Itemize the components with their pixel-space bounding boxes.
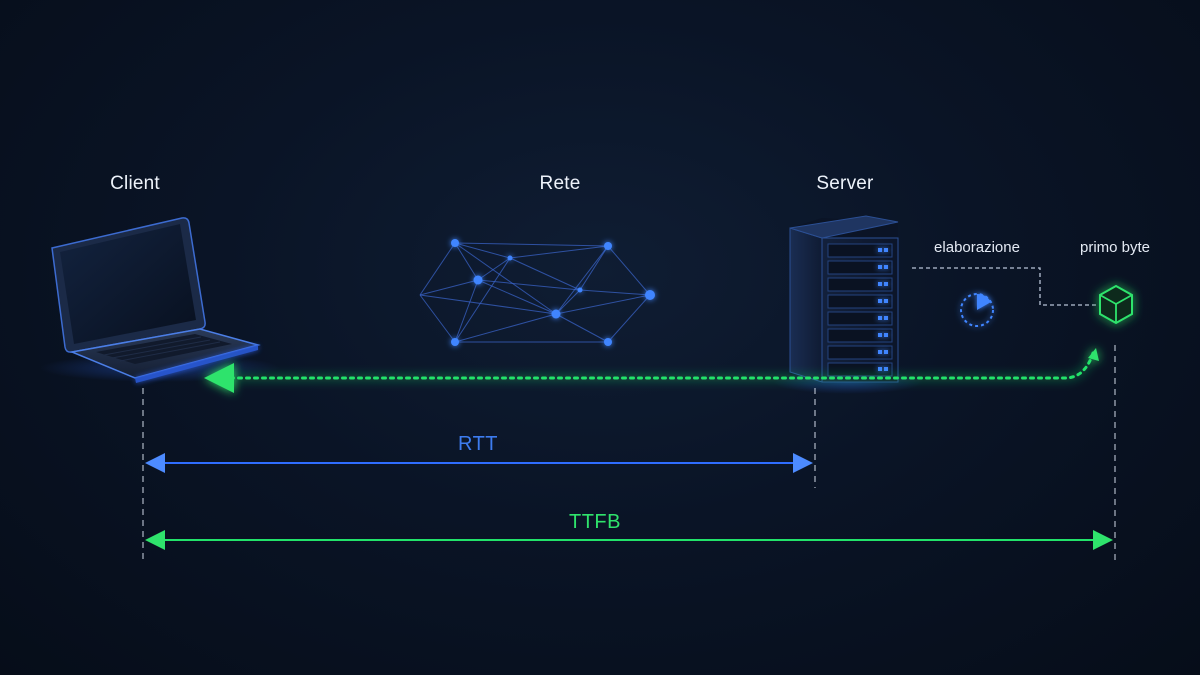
measurement-guides — [142, 345, 1116, 562]
response-arrow — [204, 348, 1099, 393]
stopwatch-icon — [960, 293, 994, 327]
laptop-icon — [40, 217, 280, 383]
network-label: Rete — [539, 173, 581, 194]
ttfb-label: TTFB — [569, 511, 621, 533]
first-byte-cube-icon — [1099, 284, 1133, 325]
client-label: Client — [110, 173, 160, 194]
first-byte-label: primo byte — [1079, 239, 1151, 256]
server-rack-units — [827, 243, 893, 377]
network-mesh-icon — [419, 242, 651, 343]
rtt-label: RTT — [457, 433, 499, 455]
network-nodes — [451, 239, 655, 346]
server-icon — [773, 215, 923, 394]
processing-label: elaborazione — [934, 239, 1020, 256]
server-label: Server — [816, 173, 874, 194]
processing-path — [912, 267, 1098, 306]
